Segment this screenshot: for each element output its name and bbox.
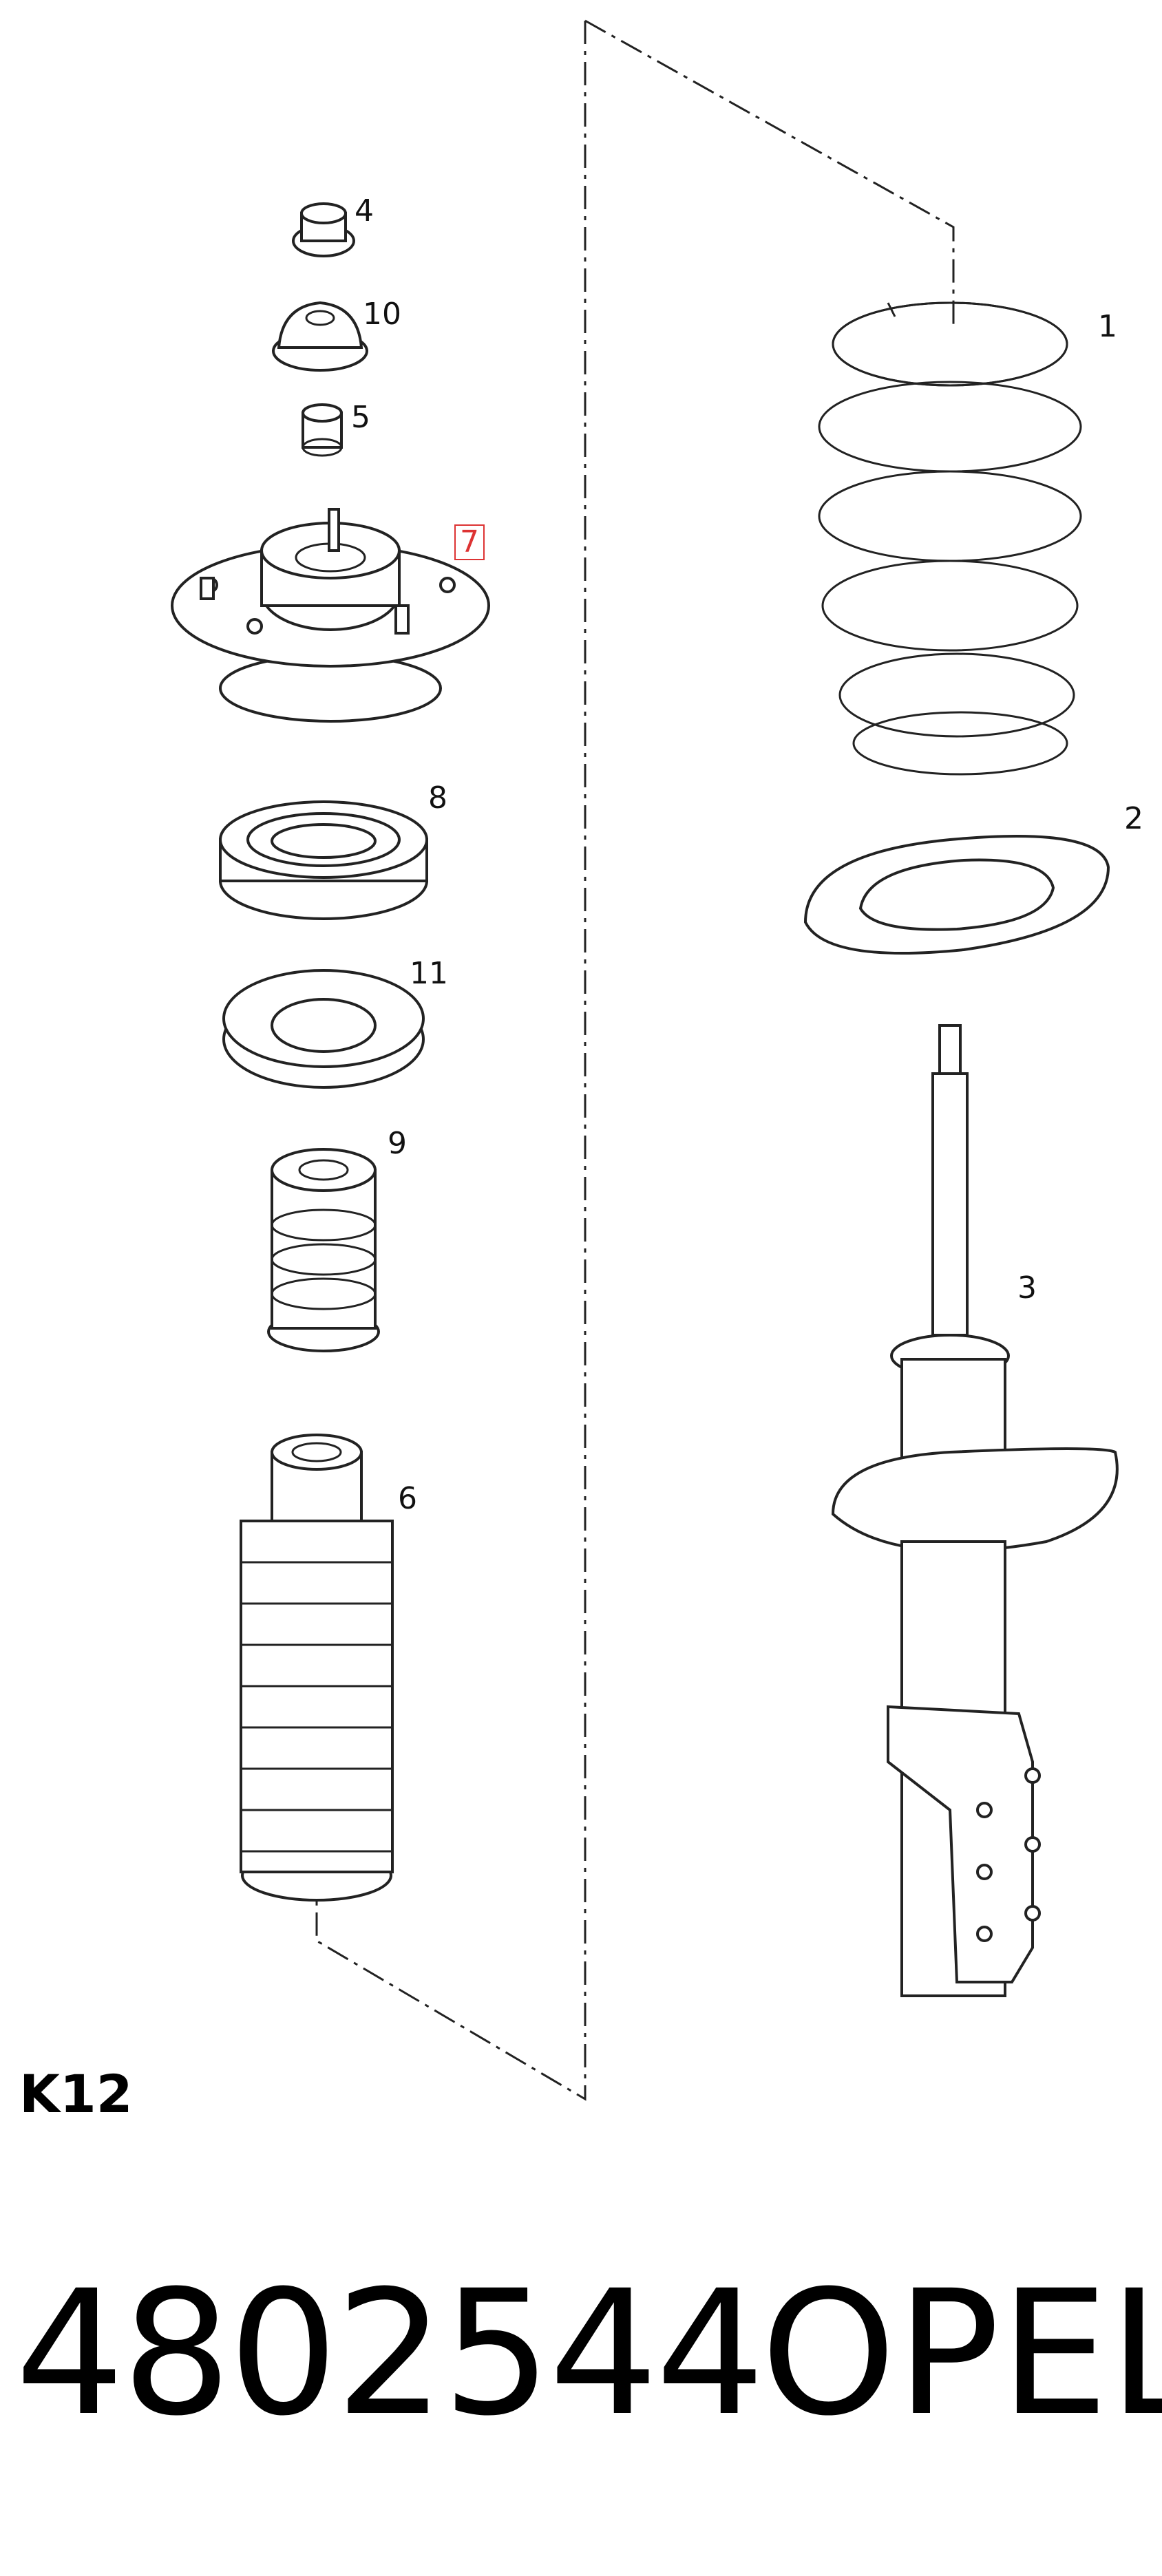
callout-2: 2 bbox=[1124, 801, 1143, 836]
assembly-line-left bbox=[315, 21, 587, 2101]
part-3-shock-absorber bbox=[831, 1024, 1119, 1997]
part-2-spring-insulator bbox=[803, 835, 1110, 955]
callout-1: 1 bbox=[1098, 309, 1117, 344]
part-5-nut bbox=[302, 403, 343, 457]
part-1-coil-spring bbox=[818, 301, 1082, 776]
callout-10: 10 bbox=[363, 297, 401, 332]
part-10-cap bbox=[272, 301, 368, 372]
section-code: K12 bbox=[19, 2063, 133, 2125]
part-4-nut bbox=[292, 202, 355, 257]
callout-6: 6 bbox=[398, 1481, 417, 1516]
assembly-line-right bbox=[584, 19, 955, 330]
callout-5: 5 bbox=[351, 400, 370, 435]
callout-4: 4 bbox=[355, 193, 374, 228]
brand-name: OPEL bbox=[761, 2253, 1162, 2453]
callout-11: 11 bbox=[410, 956, 448, 991]
part-7-strut-mount bbox=[171, 508, 490, 723]
part-9-bump-stop bbox=[267, 1148, 380, 1352]
callout-7-highlighted[interactable]: 7 bbox=[454, 524, 485, 560]
callout-8: 8 bbox=[428, 780, 447, 816]
part-11-spring-seat bbox=[222, 969, 425, 1089]
part-6-dust-boot bbox=[240, 1434, 394, 1902]
part-8-bearing bbox=[219, 800, 428, 920]
callout-3: 3 bbox=[1017, 1270, 1037, 1306]
part-number: 4802544 bbox=[15, 2253, 765, 2453]
callout-9: 9 bbox=[388, 1126, 407, 1161]
